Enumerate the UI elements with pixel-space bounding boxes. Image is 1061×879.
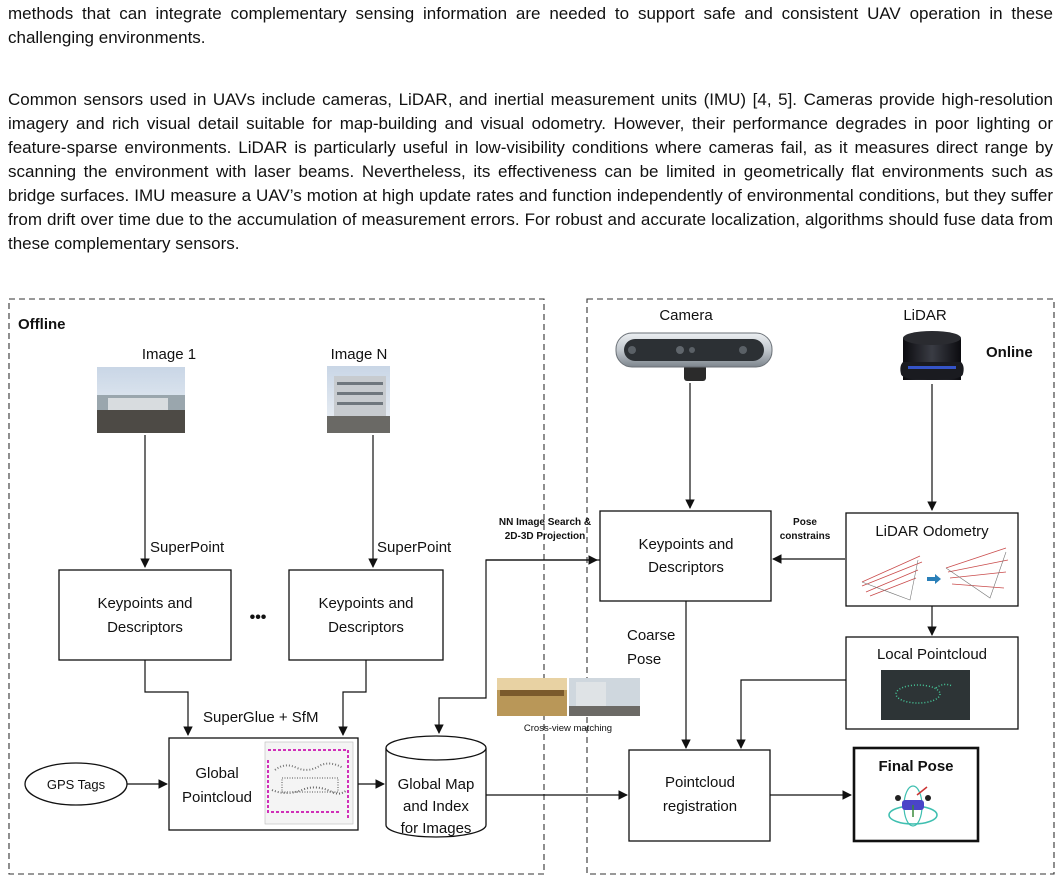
kp1-line1: Keypoints and <box>97 595 192 612</box>
global-pc-line1: Global <box>195 765 238 782</box>
nn-search-line1: NN Image Search & <box>499 517 591 528</box>
nn-search-line2: 2D-3D Projection <box>505 531 586 542</box>
offline-title: Offline <box>18 316 66 333</box>
gps-tags-label: GPS Tags <box>47 777 106 792</box>
online-title: Online <box>986 344 1033 361</box>
superpoint-label-1: SuperPoint <box>150 539 225 556</box>
kp2-line1: Keypoints and <box>318 595 413 612</box>
body-paragraph-2: Common sensors used in UAVs include came… <box>8 90 1053 253</box>
registration-line2: registration <box>663 798 737 815</box>
body-paragraph-1: methods that can integrate complementary… <box>8 4 1053 47</box>
image-1-thumbnail <box>97 367 185 433</box>
global-pointcloud-map-image <box>264 741 354 825</box>
superglue-sfm-label: SuperGlue + SfM <box>203 709 318 726</box>
depth-camera-image <box>615 332 773 381</box>
keypoints-descriptors-box-1 <box>58 569 232 661</box>
global-map-line2: and Index <box>403 798 469 815</box>
keypoints-descriptors-box-2 <box>288 569 444 661</box>
pose-constrains-line2: constrains <box>780 531 831 542</box>
global-map-database <box>385 735 487 838</box>
global-map-line3: for Images <box>401 820 472 837</box>
kp2-line2: Descriptors <box>328 619 404 636</box>
local-pointcloud-image <box>881 670 970 720</box>
lidar-odometry-scan-image <box>861 547 1009 601</box>
cross-view-label: Cross-view matching <box>524 723 612 734</box>
global-map-line1: Global Map <box>398 776 475 793</box>
global-pc-line2: Pointcloud <box>182 789 252 806</box>
local-pointcloud-label: Local Pointcloud <box>877 646 987 663</box>
pointcloud-registration-box <box>628 749 771 842</box>
ellipsis-dots: ••• <box>250 609 267 626</box>
uav-pose-icon <box>888 785 938 827</box>
online-kp-line1: Keypoints and <box>638 536 733 553</box>
camera-label: Camera <box>659 307 713 324</box>
coarse-pose-line2: Pose <box>627 651 661 668</box>
image-n-label: Image N <box>331 346 388 363</box>
registration-line1: Pointcloud <box>665 774 735 791</box>
online-kp-line2: Descriptors <box>648 559 724 576</box>
lidar-sensor-image <box>900 331 964 380</box>
offline-panel <box>8 298 545 875</box>
online-panel <box>586 298 1055 875</box>
kp1-line2: Descriptors <box>107 619 183 636</box>
image-1-label: Image 1 <box>142 346 196 363</box>
coarse-pose-line1: Coarse <box>627 627 675 644</box>
final-pose-label: Final Pose <box>878 758 953 775</box>
pose-constrains-line1: Pose <box>793 517 817 528</box>
cross-view-matching-images <box>497 678 640 716</box>
lidar-label: LiDAR <box>903 307 947 324</box>
superpoint-label-2: SuperPoint <box>377 539 452 556</box>
lidar-odometry-label: LiDAR Odometry <box>875 523 989 540</box>
online-keypoints-descriptors-box <box>599 510 772 602</box>
image-n-thumbnail <box>327 366 390 433</box>
lidar-odometry-box <box>845 512 1019 607</box>
